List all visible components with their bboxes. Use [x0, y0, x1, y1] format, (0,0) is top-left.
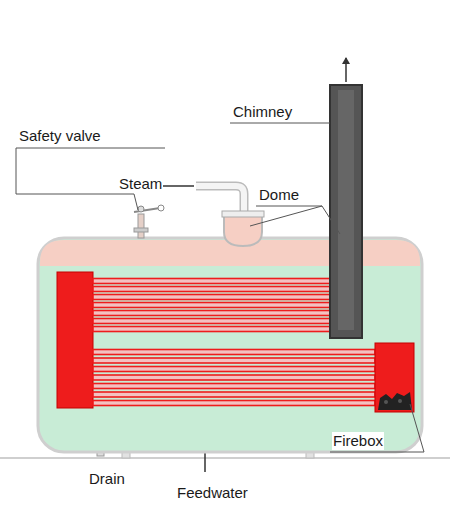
leader-line	[330, 404, 424, 452]
fire-tube	[93, 279, 330, 284]
safety-valve-flange	[134, 228, 148, 232]
steam-pipe-inner	[196, 186, 244, 212]
fire-tube	[93, 384, 375, 389]
leader-line	[230, 123, 330, 124]
fire-tube	[93, 358, 375, 363]
smoke-arrow	[345, 58, 347, 82]
fire-tube	[93, 367, 375, 372]
leader-line	[250, 206, 322, 226]
fire-tube	[93, 392, 375, 397]
chimney	[330, 85, 362, 338]
steam-dome	[224, 216, 262, 246]
dome-flange	[222, 211, 264, 217]
smokebox	[57, 272, 93, 408]
safety-valve-weight	[158, 205, 164, 211]
fire-tube	[93, 327, 330, 332]
fire-tube	[93, 350, 375, 355]
coal-fire	[378, 392, 412, 410]
coal-lump	[398, 399, 402, 403]
fire-tube	[93, 311, 330, 316]
boiler-shell	[38, 238, 422, 452]
part-label: Feedwater	[176, 484, 249, 502]
leader-line	[322, 206, 340, 234]
safety-valve-pivot	[138, 206, 144, 212]
part-label: Firebox	[332, 432, 384, 450]
fire-tube	[93, 303, 330, 308]
safety-valve-body	[138, 214, 144, 238]
firebox	[375, 343, 414, 412]
steam-pipe	[196, 186, 244, 212]
ground-line	[0, 457, 450, 459]
part-label: Steam	[118, 175, 163, 193]
leader-line	[16, 148, 165, 210]
part-label: Dome	[258, 186, 300, 204]
fire-tube	[93, 401, 375, 406]
fire-tube	[93, 287, 330, 292]
fire-tube	[93, 295, 330, 300]
chimney-flue	[338, 90, 354, 330]
fire-tube	[93, 319, 330, 324]
part-label: Safety valve	[18, 127, 102, 145]
part-label: Drain	[88, 470, 126, 488]
part-label: Chimney	[232, 103, 293, 121]
coal-lump	[384, 400, 388, 404]
fire-tube	[93, 375, 375, 380]
